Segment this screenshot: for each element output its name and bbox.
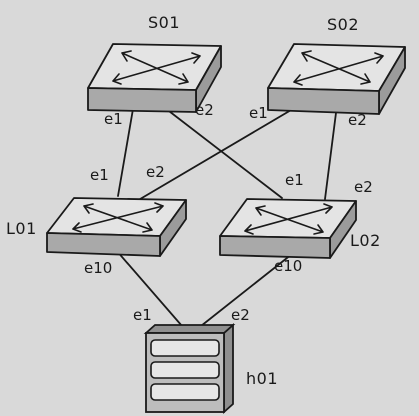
link-s01-l02 (164, 107, 283, 199)
switch-l02-label: L02 (350, 231, 381, 250)
port-label-h01-e2: e2 (231, 306, 250, 324)
port-label-s02-e1: e1 (249, 104, 268, 122)
links (115, 102, 338, 327)
switch-s02[interactable] (267, 43, 406, 115)
switch-arrows-icon (293, 50, 384, 86)
port-label-l02-e2: e2 (354, 178, 373, 196)
switch-l02[interactable] (219, 198, 357, 259)
switch-l01-label: L01 (6, 219, 37, 238)
port-label-s01-e2: e2 (195, 101, 214, 119)
host-drives-icon (150, 339, 220, 401)
port-label-h01-e1: e1 (133, 306, 152, 324)
port-label-l01-e1: e1 (90, 166, 109, 184)
link-s02-l02 (324, 104, 338, 200)
switch-s02-label: S02 (327, 15, 359, 34)
switch-arrows-icon (72, 202, 164, 233)
host-h01-label: h01 (246, 369, 278, 388)
port-label-s02-e2: e2 (348, 111, 367, 129)
switch-arrows-icon (112, 50, 201, 85)
link-l01-h01 (115, 249, 183, 327)
port-label-l02-e1: e1 (285, 171, 304, 189)
link-s02-l01 (129, 102, 304, 206)
link-l02-h01 (200, 253, 293, 327)
link-s01-l01 (117, 108, 134, 197)
switch-s01[interactable] (87, 43, 222, 113)
switch-l01[interactable] (46, 197, 187, 257)
switch-s01-label: S01 (148, 13, 180, 32)
port-label-l02-e10: e10 (274, 257, 302, 275)
switch-arrows-icon (244, 203, 333, 235)
port-label-l01-e2: e2 (146, 163, 165, 181)
port-label-l01-e10: e10 (84, 259, 112, 277)
host-h01[interactable] (143, 322, 236, 415)
port-label-s01-e1: e1 (104, 110, 123, 128)
